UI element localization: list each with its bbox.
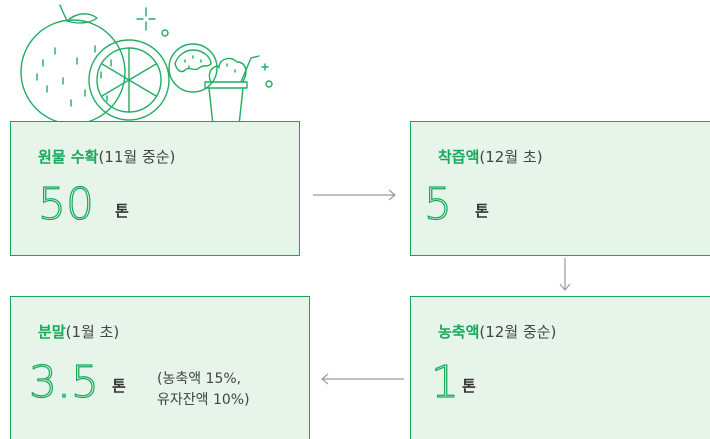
ice-cream-cup-icon <box>204 55 260 125</box>
arrow-concentrate-to-powder <box>321 373 404 385</box>
big-value: 1 <box>431 359 460 403</box>
cookie-icon <box>168 43 218 93</box>
citrus-slice-icon <box>88 39 170 121</box>
svg-text:1: 1 <box>431 359 459 403</box>
big-value: 5 <box>424 183 453 223</box>
step-title: 농축액(12월 중순) <box>438 323 557 341</box>
svg-text:5: 5 <box>424 183 452 223</box>
step-concentrate: 농축액(12월 중순) 1 톤 <box>410 296 710 439</box>
step-title: 원물 수확(11월 중순) <box>38 148 176 166</box>
step-raw-harvest: 원물 수확(11월 중순) 50 톤 <box>10 121 300 256</box>
step-juice: 착즙액(12월 초) 5 톤 <box>410 121 710 256</box>
step-powder: 분말(1월 초) 3.5 톤 (농축액 15%, 유자잔액 10%) <box>10 296 310 439</box>
note-line: 유자잔액 10%) <box>157 392 250 408</box>
powder-note: (농축액 15%, 유자잔액 10%) <box>157 369 250 411</box>
big-value: 3.5 <box>29 359 100 403</box>
arrow-juice-to-concentrate <box>559 258 571 291</box>
svg-text:3.5: 3.5 <box>29 359 99 403</box>
note-line: (농축액 15%, <box>157 371 242 387</box>
step-title: 착즙액(12월 초) <box>438 148 543 166</box>
arrow-raw-to-juice <box>313 189 396 201</box>
svg-text:50: 50 <box>38 183 94 223</box>
big-value: 50 <box>38 183 95 223</box>
sparkle-icon <box>136 7 273 88</box>
unit-label: 톤 <box>112 377 126 395</box>
unit-label: 톤 <box>462 377 476 395</box>
step-title: 분말(1월 초) <box>38 323 120 341</box>
fruit-dessert-illustration <box>20 4 273 125</box>
unit-label: 톤 <box>475 202 489 220</box>
unit-label: 톤 <box>115 202 129 220</box>
